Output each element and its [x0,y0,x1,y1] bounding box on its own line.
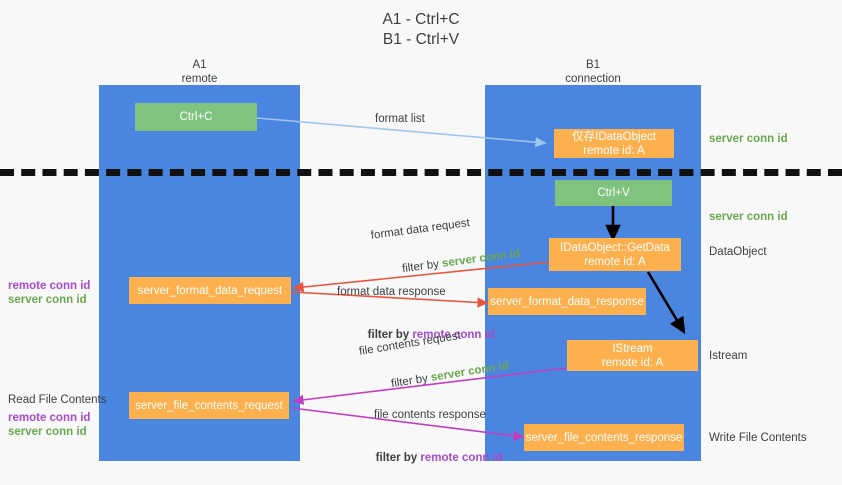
edge-filter-value-4: remote conn id [420,452,503,464]
legend-format-data: remote conn id server conn id [8,279,90,307]
edge-label-format-data-response-text: format data response [337,286,446,298]
legend-remote-conn-id-2: remote conn id [8,412,91,424]
edge-filter-value-3: server conn id [430,359,510,384]
edge-label-format-list: format list [375,113,425,125]
edge-label-format-data-response: format data response filter by remote co… [337,285,495,361]
node-idataobject[interactable]: 仅存IDataObject remote id: A [554,129,674,158]
column-header-a1: A1 remote [181,59,218,85]
node-server-format-data-request[interactable]: server_format_data_request [129,277,291,304]
phase-divider [0,169,842,176]
column-header-b1: B1 connection [565,59,621,85]
label-write-file-contents: Write File Contents [709,432,807,444]
node-ctrl-v[interactable]: Ctrl+V [555,180,672,206]
label-server-conn-id-mid: server conn id [709,211,788,223]
edge-filter-prefix-1: filter by [401,257,443,276]
node-server-format-data-response[interactable]: server_format_data_response [488,288,646,315]
legend-file-contents: remote conn id server conn id [8,411,90,439]
edge-filter-value-1: server conn id [441,247,521,270]
edge-filter-prefix-4: filter by [375,452,421,464]
legend-remote-conn-id-1: remote conn id [8,280,91,292]
edge-filter-value-2: remote conn id [412,329,495,341]
node-server-file-contents-response[interactable]: server_file_contents_response [524,424,684,451]
legend-server-conn-id-1: server conn id [8,294,87,306]
edge-label-file-contents-response-text: file contents response [374,409,486,421]
page-title: A1 - Ctrl+C B1 - Ctrl+V [382,11,460,48]
label-dataobject: DataObject [709,246,767,258]
node-server-file-contents-request[interactable]: server_file_contents_request [129,392,289,419]
label-istream: Istream [709,350,748,362]
node-istream[interactable]: IStream remote id: A [567,340,698,371]
legend-server-conn-id-2: server conn id [8,426,87,438]
node-getdata[interactable]: IDataObject::GetData remote id: A [549,238,681,271]
edge-filter-prefix-3: filter by [390,372,432,391]
label-server-conn-id-top: server conn id [709,133,788,145]
edge-filter-prefix-2: filter by [367,329,413,341]
label-read-file-contents: Read File Contents [8,394,107,406]
edge-label-file-contents-response: file contents response filter by remote … [374,408,503,484]
node-ctrl-c[interactable]: Ctrl+C [135,103,257,131]
